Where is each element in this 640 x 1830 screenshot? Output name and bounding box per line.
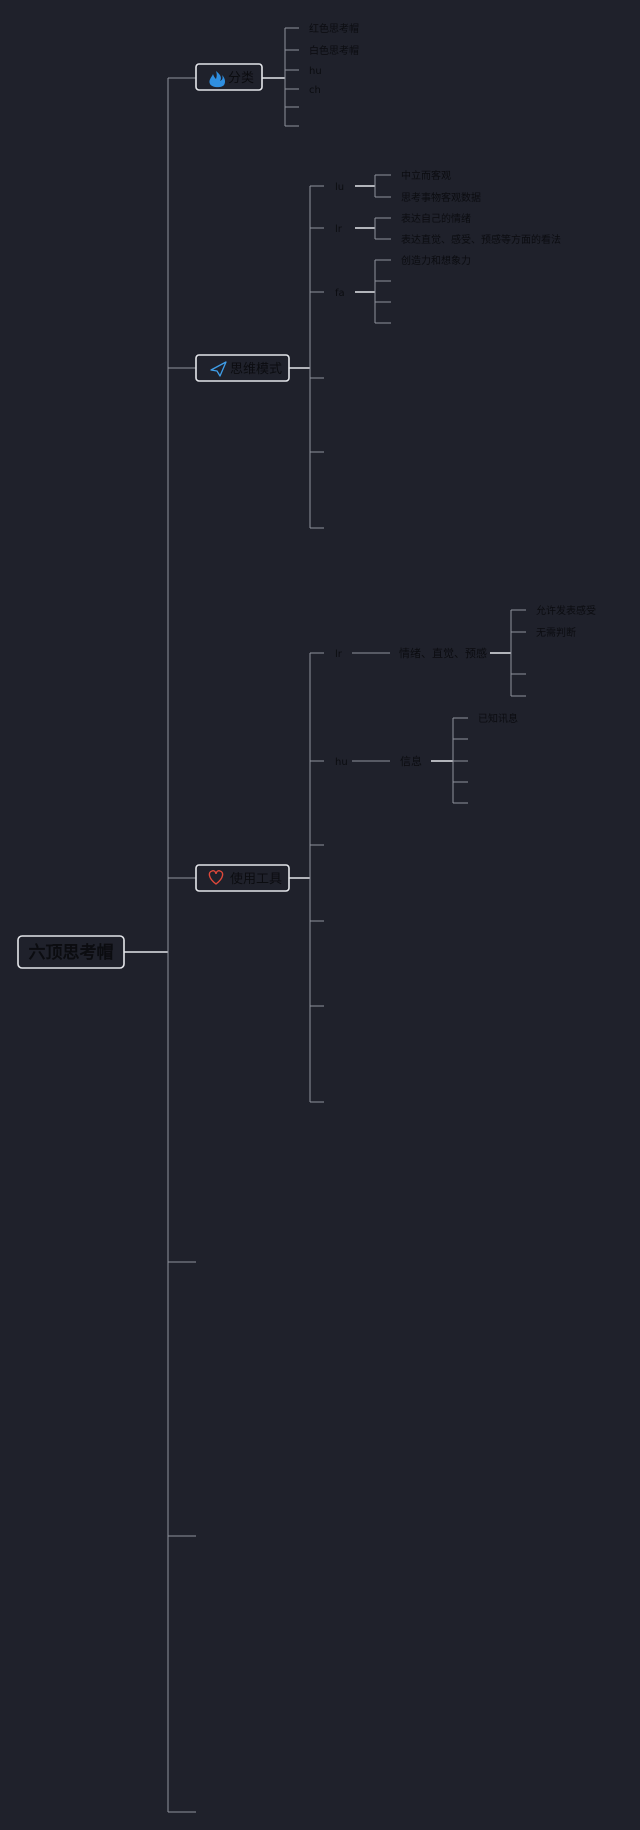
group-label: lr: [335, 224, 343, 235]
root-node[interactable]: 六顶思考帽: [17, 935, 125, 969]
leaf-label: 创造力和想象力: [401, 254, 471, 267]
leaf-label: 无需判断: [536, 626, 576, 639]
leaf-label: 允许发表感受: [536, 604, 596, 617]
leaf-label: ch: [309, 85, 321, 96]
subtopic-label: 情绪、直觉、预感: [399, 646, 487, 660]
category-label: 分类: [228, 71, 254, 86]
branch-tools[interactable]: 使用工具: [195, 864, 290, 892]
heart-icon: [208, 870, 224, 885]
branch-category[interactable]: 分类: [195, 63, 263, 91]
group-label: fa: [335, 288, 345, 299]
leaf-label: 表达自己的情绪: [401, 212, 471, 225]
leaf-label: 白色思考帽: [309, 44, 359, 57]
paper-plane-icon: [210, 361, 227, 377]
leaf-label: hu: [309, 66, 322, 77]
thinking-label: 思维模式: [230, 362, 282, 377]
leaf-label: 中立而客观: [401, 169, 451, 182]
leaf-label: 思考事物客观数据: [401, 191, 481, 204]
subtopic-label: 信息: [400, 754, 422, 768]
group-label: hu: [335, 757, 348, 768]
branch-thinking[interactable]: 思维模式: [195, 354, 290, 382]
root-box: [17, 935, 125, 969]
root-label: 六顶思考帽: [29, 942, 114, 963]
leaf-label: 红色思考帽: [309, 22, 359, 35]
leaf-label: 表达直觉、感受、预感等方面的看法: [401, 233, 561, 246]
fire-icon: [209, 71, 226, 88]
tools-label: 使用工具: [230, 871, 282, 887]
leaf-label: 已知讯息: [478, 712, 518, 725]
group-label: lr: [335, 649, 343, 660]
group-label: lu: [335, 182, 344, 193]
tools-box: [195, 864, 290, 892]
